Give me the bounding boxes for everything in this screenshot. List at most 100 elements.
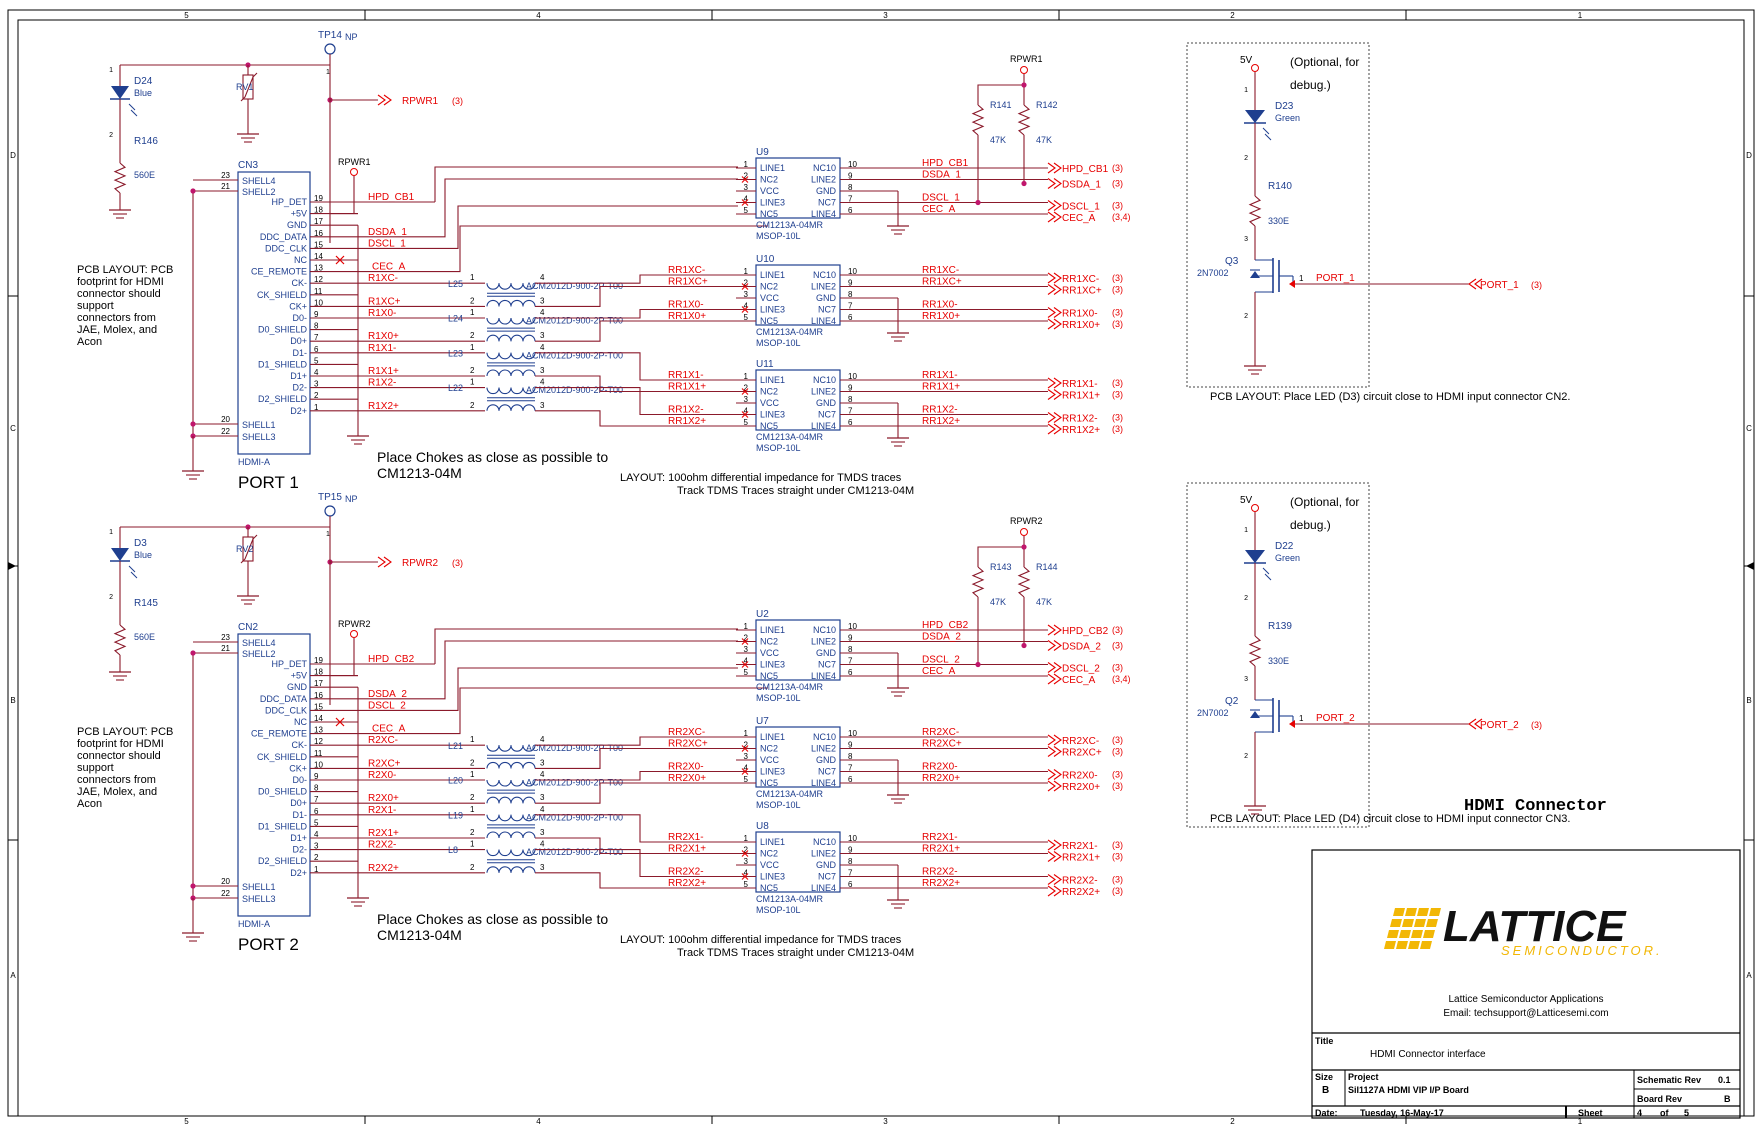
tmds-net-label: RR2X0+ xyxy=(922,773,960,784)
connector-pin-name: GND xyxy=(287,682,308,692)
net-offpage-icon xyxy=(1047,780,1062,792)
offpage-page-ref: (3) xyxy=(1112,886,1123,896)
connector-pin-name: CK- xyxy=(292,278,308,288)
pin-number: 3 xyxy=(540,401,545,410)
pin-number: 3 xyxy=(540,366,545,375)
chip-pin-name: LINE3 xyxy=(760,660,785,670)
offpage-net-label: DSDA_1 xyxy=(1062,180,1101,191)
led-icon xyxy=(111,86,129,99)
wire xyxy=(1047,851,1056,862)
chip-pin-name: NC5 xyxy=(760,671,778,681)
pin-number: 3 xyxy=(540,331,545,340)
sheet-total: 5 xyxy=(1684,1108,1689,1118)
offpage-page-ref: (3) xyxy=(1112,179,1123,189)
wire xyxy=(1264,133,1272,141)
tmds-net-label: RR1X1- xyxy=(668,370,704,381)
connector-pin-name: CK_SHIELD xyxy=(257,752,308,762)
choke-winding-icon xyxy=(498,849,512,857)
tmds-net-label: RR2XC+ xyxy=(922,739,962,750)
connector-pin-name: SHELL2 xyxy=(242,649,276,659)
tmds-net-label: RR2XC+ xyxy=(668,739,708,750)
offpage-net-label: RR1X2- xyxy=(1062,414,1098,425)
pin-number: 9 xyxy=(848,172,853,181)
choke-winding-icon xyxy=(510,796,524,804)
pin-number: 7 xyxy=(848,657,853,666)
wire xyxy=(1047,769,1056,780)
choke-winding-icon xyxy=(522,317,536,325)
size-label: Size xyxy=(1315,1072,1333,1082)
wire xyxy=(1047,377,1056,389)
pin-number: 4 xyxy=(540,770,545,779)
pin-number: 1 xyxy=(744,267,749,276)
wire xyxy=(741,176,749,183)
test-point-np: NP xyxy=(345,494,358,504)
choke-winding-icon xyxy=(486,369,500,377)
note-line: support xyxy=(77,300,114,312)
connector-pin-name: CK- xyxy=(292,740,308,750)
tmds-net-label: RR2X1- xyxy=(668,832,704,843)
wire xyxy=(130,109,138,117)
tmds-net-label: R2X2- xyxy=(368,840,396,851)
choke-ref: L22 xyxy=(448,383,463,393)
pin-number: 3 xyxy=(744,183,749,192)
pin-number: 1 xyxy=(470,840,475,849)
choke-part: ACM2012D-900-2P-T00 xyxy=(526,316,623,326)
tmds-net-label: R1X1- xyxy=(368,343,396,354)
junction-dot xyxy=(190,883,196,889)
wire xyxy=(1053,162,1062,174)
connector-pin-name: D1+ xyxy=(290,371,307,381)
net-offpage-icon xyxy=(1047,377,1062,389)
wire xyxy=(560,320,736,342)
offpage-net-label: HPD_CB2 xyxy=(1062,626,1109,637)
wire xyxy=(377,556,386,568)
pin-number: 2 xyxy=(744,634,749,643)
chip-pin-name: NC7 xyxy=(818,872,836,882)
chip-pin-name: NC5 xyxy=(760,209,778,219)
wire xyxy=(130,571,138,579)
pin-number: 4 xyxy=(540,840,545,849)
wire xyxy=(1047,662,1056,673)
hpd-net-label: HPD_CB2 xyxy=(922,620,969,631)
chip-pin-name: VCC xyxy=(760,860,780,870)
of-label: of xyxy=(1660,1108,1669,1118)
net-offpage-icon xyxy=(1047,200,1062,211)
wire xyxy=(1047,746,1056,757)
wire xyxy=(560,770,736,781)
pullup-resistor xyxy=(1017,90,1031,150)
dscl-net-label: DSCL_2 xyxy=(368,700,406,711)
pin-number: 7 xyxy=(848,869,853,878)
pin-number: 8 xyxy=(848,857,853,866)
pin-number: 8 xyxy=(848,645,853,654)
chip-part: CM1213A-04MR xyxy=(756,327,824,337)
chip-pin-name: NC10 xyxy=(813,270,836,280)
choke-winding-icon xyxy=(510,283,524,290)
note-line: support xyxy=(77,762,114,774)
esd-protection-chip: U9CM1213A-04MRMSOP-10LLINE11NC22VCC3LINE… xyxy=(736,147,909,241)
wire xyxy=(1047,780,1056,792)
wire xyxy=(560,814,736,843)
schematic-rev-label: Schematic Rev xyxy=(1637,1075,1701,1085)
rpwr-local-label: RPWR1 xyxy=(1010,54,1043,64)
offpage-net-label: RR1X0+ xyxy=(1062,320,1100,331)
pullup-resistor xyxy=(971,552,985,612)
choke-winding-icon xyxy=(510,866,524,873)
pin-number: 8 xyxy=(314,784,319,793)
led-resistor-ref: R146 xyxy=(134,136,158,147)
chip-pin-name: LINE1 xyxy=(760,270,785,280)
connector-type: HDMI-A xyxy=(238,919,270,929)
board-rev-label: Board Rev xyxy=(1637,1094,1682,1104)
pullup-resistor xyxy=(971,90,985,150)
wire xyxy=(113,162,127,194)
led-ref: D24 xyxy=(134,76,153,87)
pin-number: 2 xyxy=(1244,313,1248,320)
pin-number: 5 xyxy=(744,775,749,784)
layout-note: Track TDMS Traces straight under CM1213-… xyxy=(677,947,914,959)
pin-number: 8 xyxy=(848,395,853,404)
dsda-net-label: DSDA_1 xyxy=(922,170,961,181)
pin-number: 6 xyxy=(848,775,853,784)
connector-pin-name: CE_REMOTE xyxy=(251,267,307,277)
pin-number: 14 xyxy=(314,714,323,723)
wire xyxy=(560,410,736,427)
tmds-net-label: R2X0+ xyxy=(368,793,399,804)
